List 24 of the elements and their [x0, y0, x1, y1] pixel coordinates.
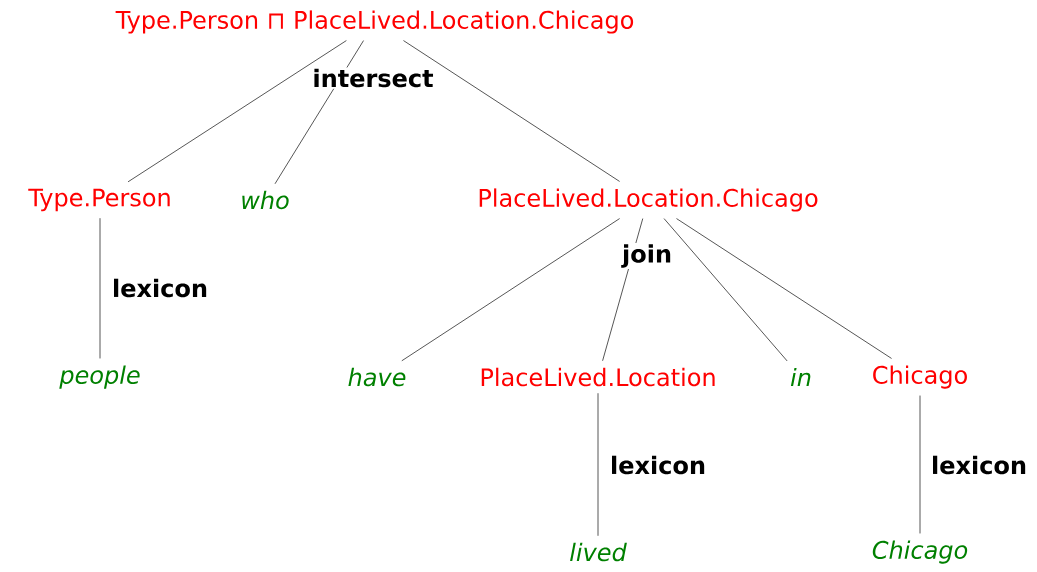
logical-form: Type.Person ⊓ PlaceLived.Location.Chicago: [115, 10, 634, 34]
edge-label: lexicon: [110, 277, 210, 299]
tree-branch: [403, 40, 620, 182]
word-token: people: [59, 365, 140, 389]
word-token: have: [348, 367, 406, 387]
edge-label: join: [620, 242, 674, 270]
tree-branch: [401, 218, 620, 362]
word-token: Chicago: [872, 540, 968, 564]
edge-label: lexicon: [608, 454, 708, 476]
tree-branch: [663, 218, 788, 362]
logical-form: Type.Person: [28, 188, 170, 212]
tree-branch: [597, 392, 599, 537]
tree-branch: [676, 218, 892, 359]
logical-form: PlaceLived.Location.Chicago: [479, 188, 818, 212]
tree-branch: [127, 40, 347, 183]
logical-form: Chicago: [873, 365, 967, 389]
word-token: lived: [570, 542, 627, 562]
word-token: in: [790, 367, 811, 387]
tree-branch: [919, 395, 921, 534]
word-token: who: [242, 190, 289, 210]
edge-label: lexicon: [929, 454, 1029, 476]
edge-label: intersect: [311, 67, 435, 89]
logical-form: PlaceLived.Location: [481, 367, 715, 387]
tree-branch: [99, 217, 101, 359]
